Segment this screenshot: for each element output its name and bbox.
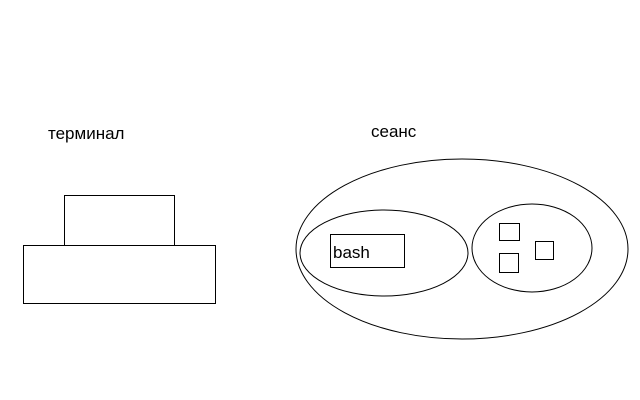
terminal-base-box [23,245,216,304]
session-label: сеанс [371,122,417,141]
terminal-group: терминал [23,124,216,304]
session-group: сеанс bash [295,122,629,340]
terminal-label: терминал [48,124,124,143]
process-box-1 [499,223,520,241]
bash-process-label: bash [333,243,370,262]
terminal-screen-box [64,195,175,246]
process-box-3 [535,241,554,260]
background-group-ellipse [471,203,593,293]
foreground-group-ellipse [299,209,469,297]
process-box-2 [499,253,519,273]
session-ellipse [295,158,629,340]
bash-process-box [330,234,405,268]
